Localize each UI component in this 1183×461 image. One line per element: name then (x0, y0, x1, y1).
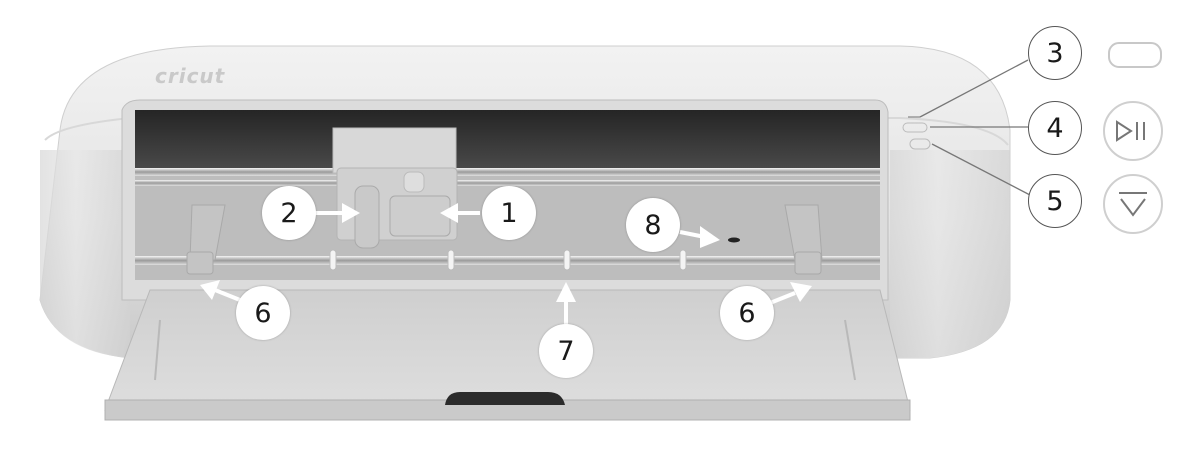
callout-4: 4 (1028, 101, 1082, 155)
pill-light-icon (1108, 42, 1162, 68)
arrows (200, 203, 812, 325)
sensor-mark (728, 237, 740, 243)
machine-buttons (902, 116, 931, 150)
callout-8: 8 (626, 198, 680, 252)
tray-handle (445, 392, 565, 405)
brand-logo: cricut (155, 64, 226, 88)
callout-6-right: 6 (720, 286, 774, 340)
clamp-a (389, 195, 451, 237)
callout-3: 3 (1028, 26, 1082, 80)
callout-5: 5 (1028, 174, 1082, 228)
mat-guide-left (186, 204, 226, 275)
callout-7: 7 (539, 324, 593, 378)
callout-6-left: 6 (236, 286, 290, 340)
clamp-b (354, 185, 380, 249)
carriage (332, 127, 458, 249)
star-wheels (329, 249, 687, 271)
mat-guide-right (784, 204, 823, 275)
callout-2: 2 (262, 186, 316, 240)
load-unload-icon (1103, 174, 1163, 234)
callout-1: 1 (482, 186, 536, 240)
leader-lines (919, 59, 1031, 196)
play-pause-icon (1103, 101, 1163, 161)
open-door-tray (104, 289, 911, 421)
